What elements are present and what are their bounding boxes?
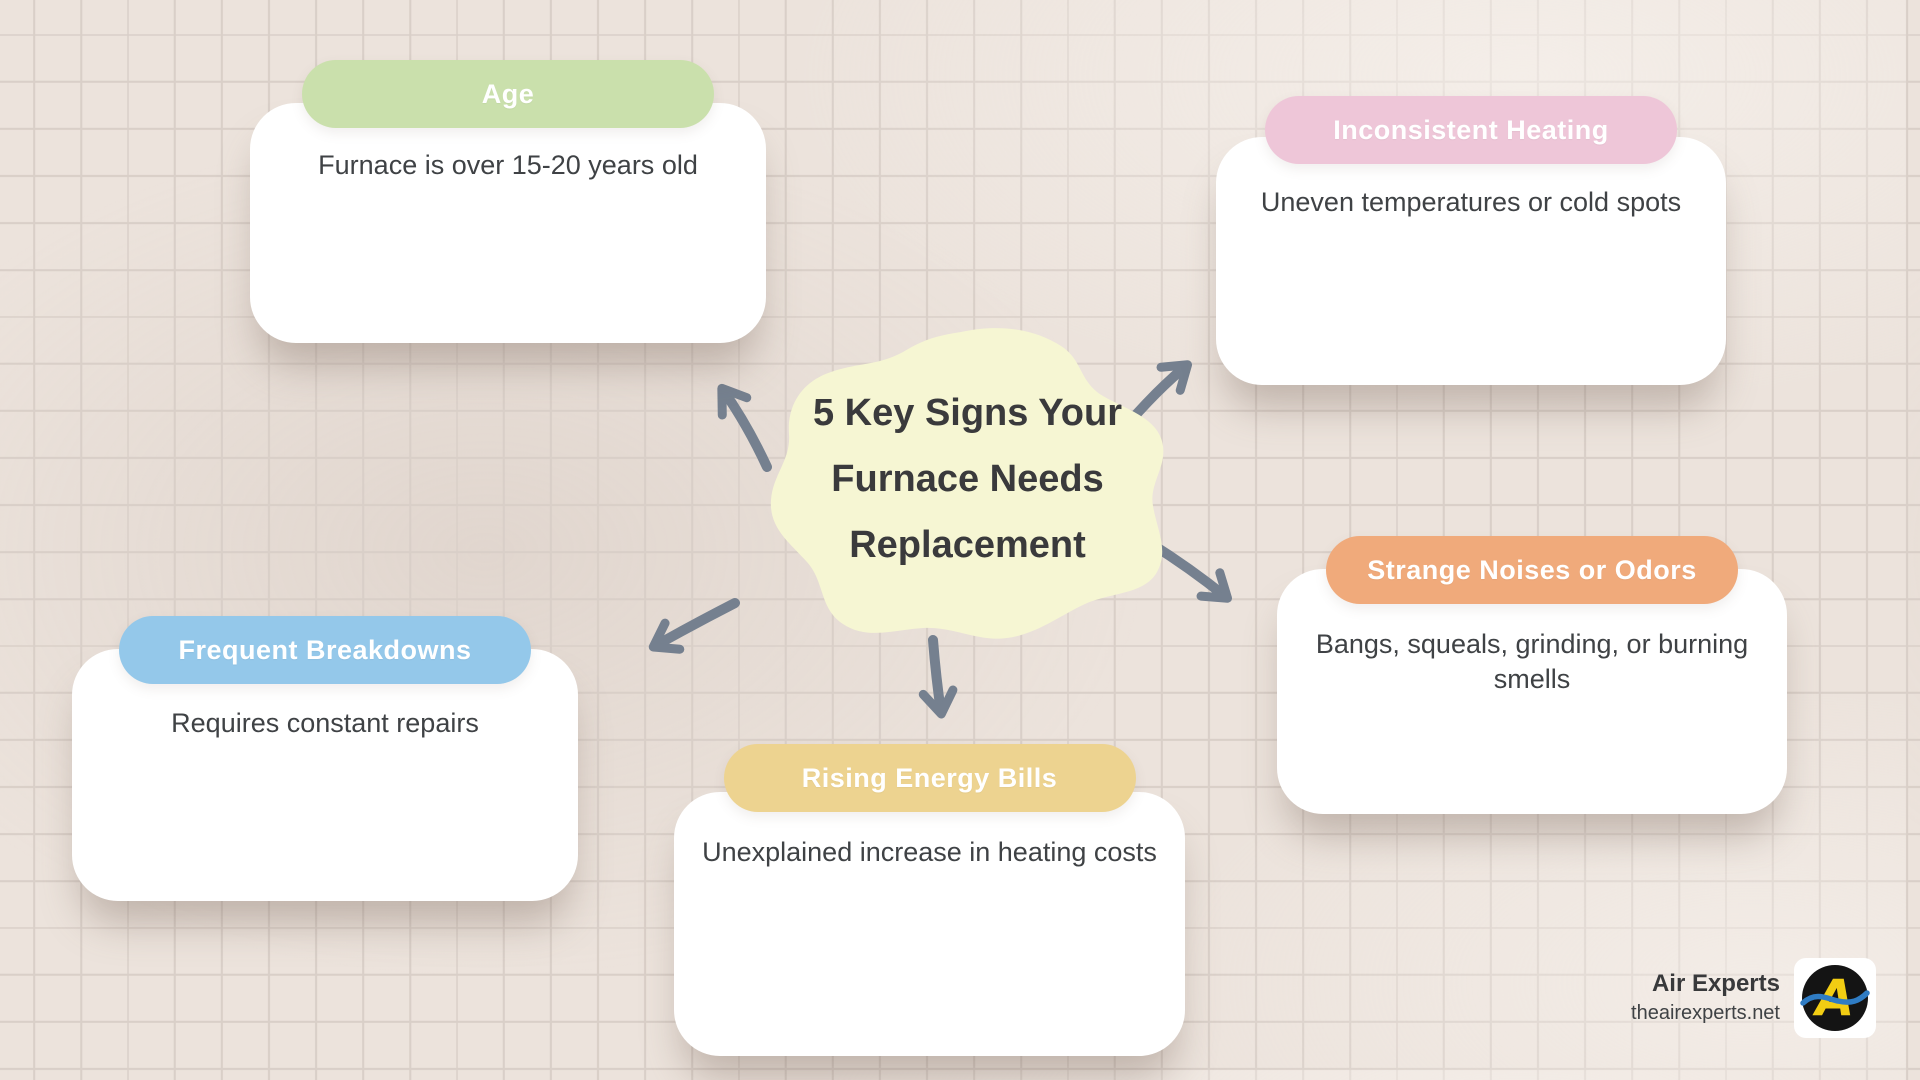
card-frequent-breakdowns-title: Frequent Breakdowns (178, 634, 472, 665)
card-age: Age Furnace is over 15-20 years old (250, 60, 766, 343)
card-frequent-breakdowns-header: Frequent Breakdowns (119, 616, 531, 684)
card-age-description: Furnace is over 15-20 years old (318, 150, 698, 180)
brand-name: Air Experts (1651, 970, 1780, 997)
card-inconsistent-heating: Inconsistent Heating Uneven temperatures… (1216, 96, 1726, 385)
card-rising-energy-bills-title: Rising Energy Bills (801, 762, 1058, 793)
card-age-title: Age (481, 78, 535, 109)
card-rising-energy-bills-description: Unexplained increase in heating costs (702, 837, 1157, 867)
card-strange-noises-title: Strange Noises or Odors (1367, 554, 1697, 585)
card-frequent-breakdowns-description: Requires constant repairs (171, 708, 479, 738)
card-rising-energy-bills-header: Rising Energy Bills (723, 744, 1136, 812)
card-strange-noises: Strange Noises or Odors Bangs, squeals, … (1277, 536, 1787, 814)
main-title-line-3: Replacement (849, 524, 1086, 566)
central-topic: 5 Key Signs Your Furnace Needs Replaceme… (765, 322, 1170, 652)
logo-swoosh (1800, 990, 1870, 1006)
main-title-line-1: 5 Key Signs Your (812, 392, 1123, 434)
card-inconsistent-heating-header: Inconsistent Heating (1265, 96, 1677, 164)
card-inconsistent-heating-description: Uneven temperatures or cold spots (1260, 187, 1682, 217)
arrow-to-frequent-breakdowns (648, 598, 740, 654)
card-strange-noises-description: Bangs, squeals, grinding, or burning sme… (1315, 629, 1749, 694)
main-title: 5 Key Signs Your Furnace Needs Replaceme… (765, 322, 1170, 578)
arrow-to-age (717, 383, 772, 472)
brand-website: theairexperts.net (1631, 1002, 1780, 1024)
main-title-line-2: Furnace Needs (831, 458, 1104, 500)
card-inconsistent-heating-title: Inconsistent Heating (1333, 114, 1609, 145)
card-rising-energy-bills: Rising Energy Bills Unexplained increase… (674, 744, 1185, 1056)
card-age-header: Age (302, 60, 714, 128)
air-experts-logo-icon: A (1794, 958, 1876, 1038)
center-blob-shape (770, 328, 1164, 639)
footer-brand: Air Experts theairexperts.net A (1631, 958, 1876, 1038)
card-strange-noises-header: Strange Noises or Odors (1326, 536, 1738, 604)
card-frequent-breakdowns: Frequent Breakdowns Requires constant re… (72, 616, 578, 901)
